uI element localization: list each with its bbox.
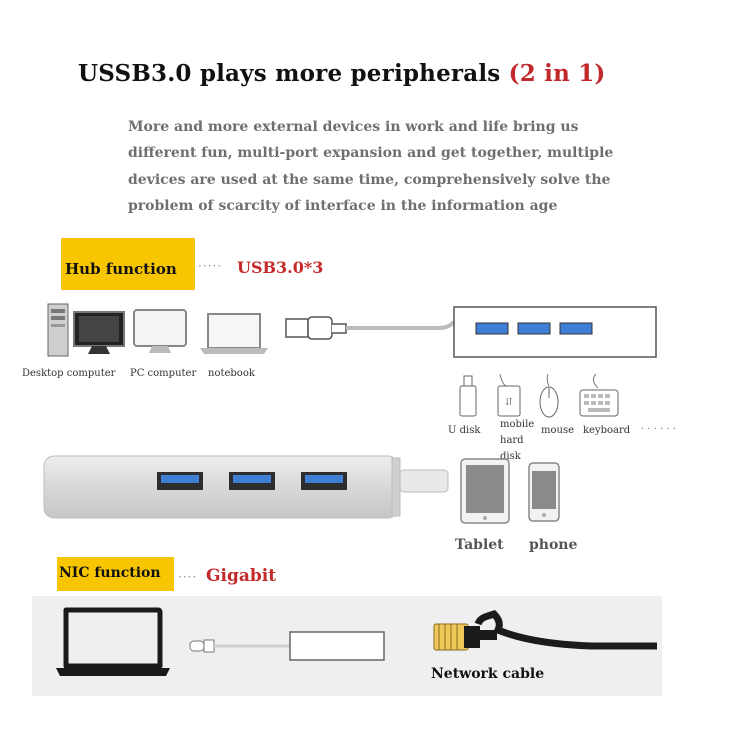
hosts-illustration [47, 303, 268, 357]
caption-mobile-hard-disk-1: mobile [500, 419, 535, 430]
usb-port-2-icon [229, 472, 275, 490]
caption-more-dots: · · · · · · [641, 424, 676, 435]
nic-connection-illustration [56, 607, 657, 676]
network-cable-icon [433, 609, 657, 651]
caption-keyboard: keyboard [583, 425, 631, 436]
nic-dots: ···· [178, 570, 198, 584]
hub-function-tag: Hub function [61, 238, 195, 290]
caption-network-cable: Network cable [431, 666, 545, 682]
notebook-icon [200, 313, 268, 354]
usb-c-connector-icon [189, 639, 290, 653]
caption-mobile-hard-disk-3: disk [500, 451, 521, 462]
nic-spec: Gigabit [206, 566, 277, 586]
svg-text:⇵: ⇵ [505, 397, 513, 408]
nic-function-tag: NIC function [57, 557, 174, 591]
hub-spec: USB3.0*3 [237, 258, 324, 277]
hub-function-label: Hub function [65, 260, 177, 278]
usb-port-1-icon [157, 472, 203, 490]
page-title: USSB3.0 plays more peripherals (2 in 1) [78, 60, 606, 87]
hub-product-illustration [43, 455, 449, 519]
caption-tablet: Tablet [455, 537, 504, 553]
network-adapter-icon [289, 631, 385, 661]
mobile-hard-disk-icon: ⇵ [497, 373, 521, 417]
caption-u-disk: U disk [448, 425, 481, 436]
caption-phone: phone [529, 537, 578, 553]
nic-function-label: NIC function [59, 565, 161, 581]
laptop-icon [56, 607, 170, 676]
usb-port-3-icon [301, 472, 347, 490]
keyboard-icon [579, 373, 619, 417]
phone-icon [528, 462, 560, 522]
u-disk-icon [459, 375, 477, 417]
intro-paragraph: More and more external devices in work a… [128, 119, 614, 214]
hub-dots: ····· [198, 259, 223, 273]
mouse-icon [539, 373, 559, 418]
caption-pc-computer: PC computer [130, 368, 197, 379]
caption-desktop-computer: Desktop computer [22, 368, 116, 379]
desktop-computer-icon [47, 303, 125, 357]
hub-box-icon [453, 306, 657, 358]
title-accent: (2 in 1) [508, 60, 606, 87]
mobile-devices-illustration [460, 458, 560, 524]
peripherals-illustration: ⇵ [459, 373, 619, 418]
title-main: USSB3.0 plays more peripherals [78, 60, 509, 87]
usb-hub-schematic [285, 306, 657, 358]
caption-mouse: mouse [541, 425, 574, 436]
usb-plug-icon [285, 316, 347, 340]
caption-mobile-hard-disk-2: hard [500, 435, 524, 446]
pc-computer-icon [133, 309, 187, 353]
tablet-icon [460, 458, 510, 524]
caption-notebook: notebook [208, 368, 255, 379]
